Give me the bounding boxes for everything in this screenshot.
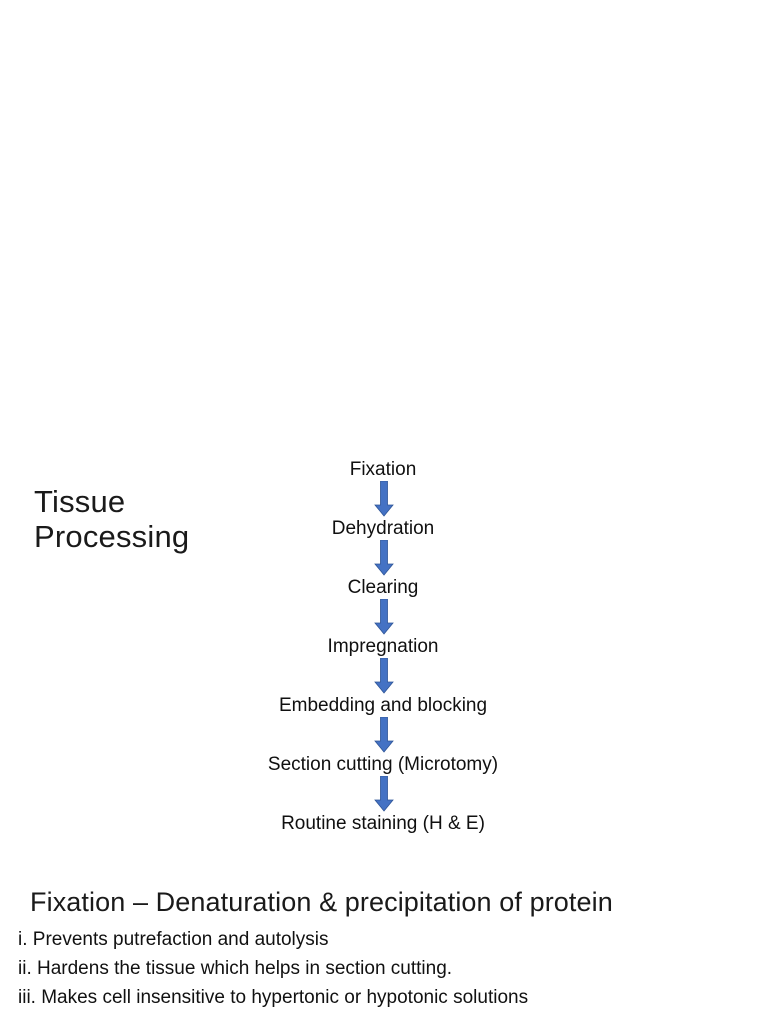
down-arrow-icon: [374, 480, 394, 517]
list-item: ii. Hardens the tissue which helps in se…: [18, 958, 453, 979]
flow-step-label: Section cutting (Microtomy): [267, 754, 499, 775]
down-arrow-icon: [374, 539, 394, 576]
down-arrow-icon: [374, 657, 394, 694]
flow-step-label: Dehydration: [331, 518, 435, 539]
list-item: i. Prevents putrefaction and autolysis: [18, 929, 329, 950]
flow-step-clearing: Clearing: [0, 576, 768, 599]
down-arrow-icon: [374, 775, 394, 812]
flow-step-fixation: Fixation: [0, 458, 768, 481]
flow-step-embedding-and-blocking: Embedding and blocking: [0, 694, 768, 717]
flow-step-label: Fixation: [349, 459, 417, 480]
list-item: iii. Makes cell insensitive to hypertoni…: [18, 987, 529, 1008]
page-title-line-2: Processing: [34, 519, 190, 554]
flow-step-section-cutting: Section cutting (Microtomy): [0, 753, 768, 776]
section-heading: Fixation – Denaturation & precipitation …: [30, 887, 613, 917]
fixation-notes-block: Fixation – Denaturation & precipitation …: [0, 886, 768, 1012]
flow-step-routine-staining: Routine staining (H & E): [0, 812, 768, 835]
tissue-processing-flowchart: Fixation Dehydration Clearing Impregnati…: [0, 458, 768, 835]
flow-step-label: Embedding and blocking: [278, 695, 488, 716]
flow-step-label: Impregnation: [327, 636, 439, 657]
page-title: Tissue Processing: [34, 484, 274, 554]
page-title-line-1: Tissue: [34, 484, 126, 519]
down-arrow-icon: [374, 598, 394, 635]
down-arrow-icon: [374, 716, 394, 753]
flow-step-label: Clearing: [347, 577, 419, 598]
flow-step-dehydration: Dehydration: [0, 517, 768, 540]
fixation-effects-list: i. Prevents putrefaction and autolysis i…: [0, 925, 768, 1012]
flow-step-impregnation: Impregnation: [0, 635, 768, 658]
flow-step-label: Routine staining (H & E): [281, 813, 485, 834]
